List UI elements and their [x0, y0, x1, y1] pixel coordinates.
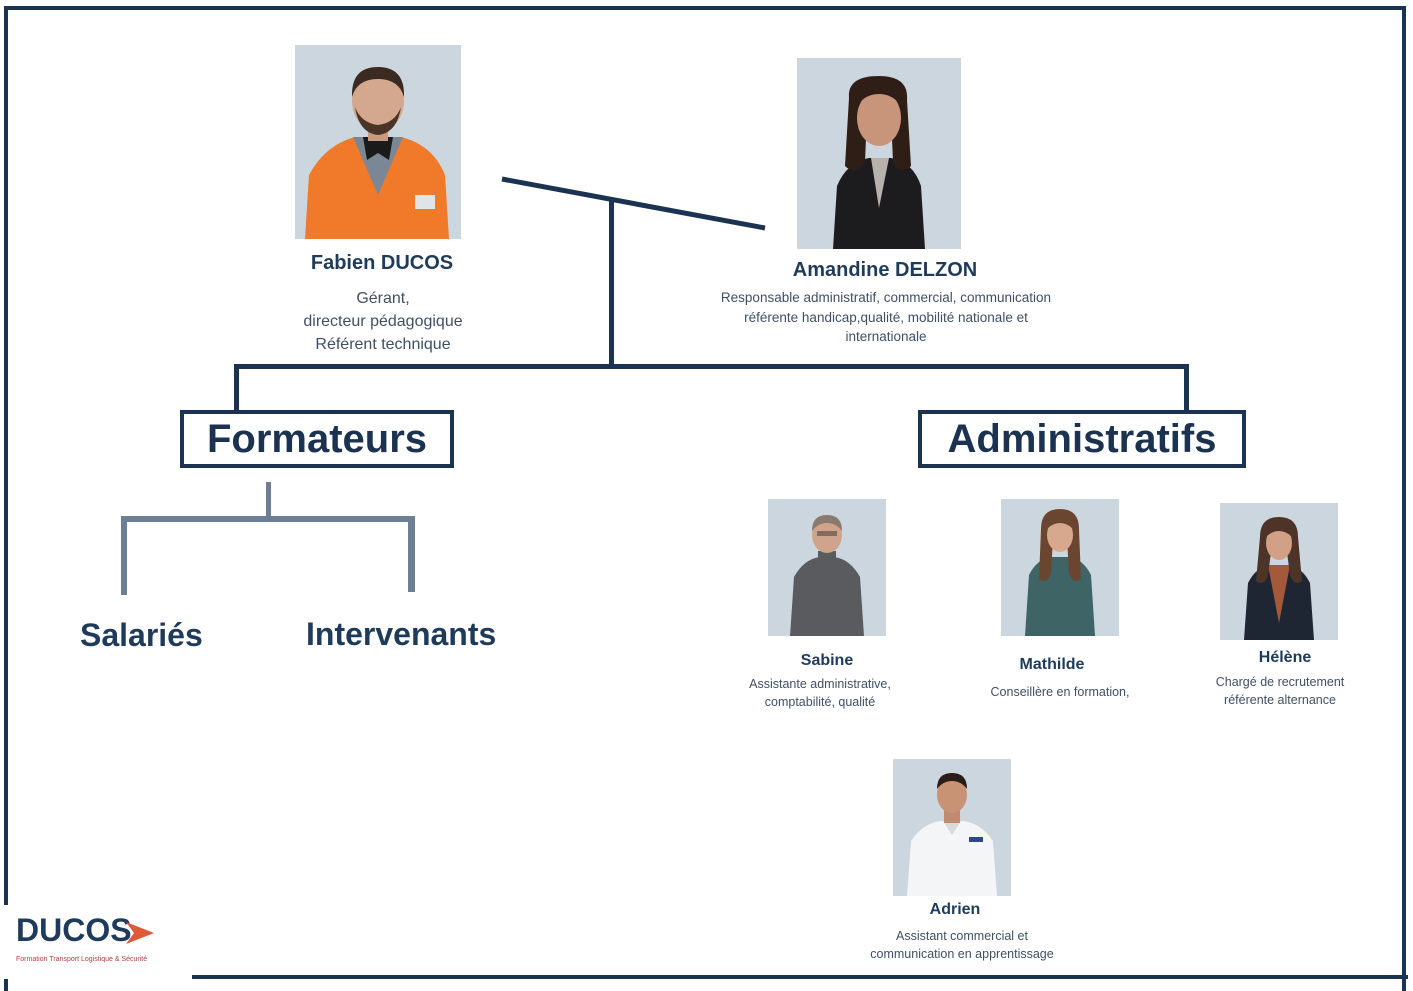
- ducos-logo: DUCOS Formation Transport Logistique & S…: [12, 912, 182, 972]
- person-icon: [833, 76, 925, 249]
- helene-photo: [1220, 503, 1338, 640]
- sabine-role: Assistante administrative, comptabilité,…: [749, 677, 891, 709]
- adrien-photo: [893, 759, 1011, 896]
- frame-bottom-line: [192, 975, 1408, 979]
- fabien-role: Gérant, directeur pédagogique Référent t…: [303, 290, 463, 354]
- helene-name: Hélène: [1258, 649, 1312, 666]
- branch-horizontal: [234, 364, 1189, 369]
- salaries-label: Salariés: [80, 617, 203, 653]
- amandine-photo: [797, 58, 961, 249]
- person-icon: [907, 773, 997, 896]
- person-icon: [305, 67, 449, 239]
- helene-role: Chargé de recrutement référente alternan…: [1215, 675, 1345, 707]
- salaries-drop: [121, 516, 127, 595]
- person-icon: [1025, 509, 1095, 636]
- administratifs-box: Administratifs: [918, 410, 1246, 468]
- amandine-role: Responsable administratif, commercial, c…: [720, 290, 1052, 345]
- amandine-name: Amandine DELZON: [792, 259, 978, 281]
- leadership-connector: [501, 176, 766, 231]
- sabine-name: Sabine: [800, 652, 854, 669]
- trunk-line: [609, 198, 614, 366]
- logo-wordmark: DUCOS: [16, 912, 132, 948]
- person-icon: [1244, 517, 1314, 640]
- branch-right: [1184, 364, 1189, 412]
- sabine-photo: [768, 499, 886, 636]
- formateurs-horizontal: [121, 516, 415, 522]
- branch-left: [234, 364, 239, 412]
- arrow-logo-icon: [126, 922, 154, 944]
- mathilde-photo: [1001, 499, 1119, 636]
- intervenants-drop: [408, 516, 415, 592]
- fabien-name: Fabien DUCOS: [310, 252, 454, 274]
- person-icon: [790, 515, 864, 636]
- intervenants-label: Intervenants: [306, 616, 497, 652]
- formateurs-box: Formateurs: [180, 410, 454, 468]
- adrien-name: Adrien: [929, 901, 981, 918]
- diagram-frame: [4, 6, 1406, 991]
- adrien-role: Assistant commercial et communication en…: [870, 929, 1054, 961]
- formateurs-stem: [266, 482, 271, 518]
- fabien-photo: [295, 45, 461, 239]
- logo-tagline: Formation Transport Logistique & Sécurit…: [16, 956, 148, 963]
- mathilde-name: Mathilde: [1019, 656, 1085, 673]
- mathilde-role: Conseillère en formation,: [990, 685, 1130, 699]
